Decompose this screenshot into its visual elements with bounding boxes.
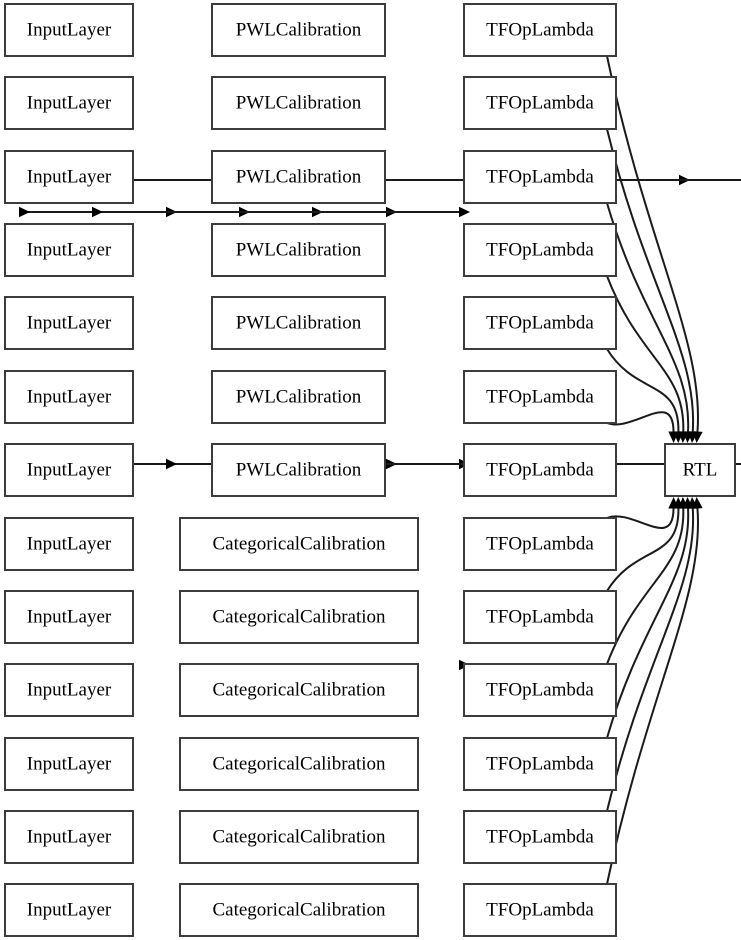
node-calibration-label: PWLCalibration xyxy=(236,239,362,260)
edge-lambda-to-rtl xyxy=(606,497,679,529)
node-input-layer-label: InputLayer xyxy=(27,533,112,554)
node-input-layer-label: InputLayer xyxy=(27,679,112,700)
node-tfoplambda-label: TFOpLambda xyxy=(486,239,594,260)
node-tfoplambda[interactable]: TFOpLambda xyxy=(463,76,617,130)
node-input-layer-label: InputLayer xyxy=(27,606,112,627)
node-input-layer-label: InputLayer xyxy=(27,753,112,774)
node-tfoplambda-label: TFOpLambda xyxy=(486,166,594,187)
node-input-layer[interactable]: InputLayer xyxy=(4,443,134,497)
node-input-layer[interactable]: InputLayer xyxy=(4,590,134,644)
470 xyxy=(133,206,470,218)
node-input-layer[interactable]: InputLayer xyxy=(4,810,134,864)
node-tfoplambda[interactable]: TFOpLambda xyxy=(463,296,617,350)
node-calibration[interactable]: PWLCalibration xyxy=(211,370,386,424)
node-calibration-label: CategoricalCalibration xyxy=(212,606,386,627)
node-tfoplambda[interactable]: TFOpLambda xyxy=(463,3,617,57)
node-calibration-label: CategoricalCalibration xyxy=(212,899,386,920)
node-calibration-label: PWLCalibration xyxy=(236,166,362,187)
node-tfoplambda-label: TFOpLambda xyxy=(486,312,594,333)
node-calibration[interactable]: PWLCalibration xyxy=(211,296,386,350)
node-calibration[interactable]: PWLCalibration xyxy=(211,3,386,57)
node-calibration-label: PWLCalibration xyxy=(236,19,362,40)
node-tfoplambda-label: TFOpLambda xyxy=(486,533,594,554)
node-tfoplambda[interactable]: TFOpLambda xyxy=(463,370,617,424)
node-tfoplambda[interactable]: TFOpLambda xyxy=(463,150,617,204)
node-calibration[interactable]: CategoricalCalibration xyxy=(179,663,419,717)
node-input-layer[interactable]: InputLayer xyxy=(4,883,134,937)
node-calibration[interactable]: CategoricalCalibration xyxy=(179,883,419,937)
node-calibration[interactable]: CategoricalCalibration xyxy=(179,517,419,571)
node-tfoplambda[interactable]: TFOpLambda xyxy=(463,517,617,571)
edge-lambda-to-rtl xyxy=(606,411,679,443)
node-tfoplambda-label: TFOpLambda xyxy=(486,826,594,847)
node-calibration-label: CategoricalCalibration xyxy=(212,679,386,700)
node-calibration-label: PWLCalibration xyxy=(236,386,362,407)
node-tfoplambda-label: TFOpLambda xyxy=(486,386,594,407)
node-tfoplambda[interactable]: TFOpLambda xyxy=(463,810,617,864)
node-calibration-label: CategoricalCalibration xyxy=(212,533,386,554)
node-calibration[interactable]: PWLCalibration xyxy=(211,223,386,277)
node-tfoplambda-label: TFOpLambda xyxy=(486,753,594,774)
node-input-layer-label: InputLayer xyxy=(27,312,112,333)
node-tfoplambda[interactable]: TFOpLambda xyxy=(463,737,617,791)
node-input-layer[interactable]: InputLayer xyxy=(4,3,134,57)
edge-lambda-to-rtl xyxy=(606,348,684,443)
node-rtl[interactable]: RTL xyxy=(664,443,736,497)
node-calibration-label: PWLCalibration xyxy=(236,459,362,480)
node-input-layer[interactable]: InputLayer xyxy=(4,663,134,717)
edge-lambda-to-rtl xyxy=(606,497,703,885)
node-tfoplambda[interactable]: TFOpLambda xyxy=(463,223,617,277)
node-tfoplambda[interactable]: TFOpLambda xyxy=(463,590,617,644)
node-input-layer[interactable]: InputLayer xyxy=(4,517,134,571)
node-input-layer-label: InputLayer xyxy=(27,826,112,847)
node-calibration-label: PWLCalibration xyxy=(236,92,362,113)
node-input-layer-label: InputLayer xyxy=(27,386,112,407)
node-input-layer[interactable]: InputLayer xyxy=(4,223,134,277)
node-input-layer-label: InputLayer xyxy=(27,899,112,920)
node-input-layer[interactable]: InputLayer xyxy=(4,737,134,791)
node-calibration[interactable]: PWLCalibration xyxy=(211,150,386,204)
node-input-layer-label: InputLayer xyxy=(27,459,112,480)
node-input-layer-label: InputLayer xyxy=(27,19,112,40)
node-input-layer[interactable]: InputLayer xyxy=(4,370,134,424)
node-rtl-label: RTL xyxy=(683,459,718,480)
node-tfoplambda-label: TFOpLambda xyxy=(486,459,594,480)
node-input-layer-label: InputLayer xyxy=(27,92,112,113)
node-calibration-label: PWLCalibration xyxy=(236,312,362,333)
node-input-layer[interactable]: InputLayer xyxy=(4,296,134,350)
node-tfoplambda[interactable]: TFOpLambda xyxy=(463,663,617,717)
edge-lambda-to-rtl xyxy=(606,497,684,592)
node-tfoplambda[interactable]: TFOpLambda xyxy=(463,883,617,937)
node-tfoplambda-label: TFOpLambda xyxy=(486,899,594,920)
node-calibration[interactable]: CategoricalCalibration xyxy=(179,590,419,644)
node-tfoplambda-label: TFOpLambda xyxy=(486,92,594,113)
node-calibration[interactable]: CategoricalCalibration xyxy=(179,810,419,864)
node-input-layer-label: InputLayer xyxy=(27,239,112,260)
103 xyxy=(92,206,133,218)
node-calibration-label: CategoricalCalibration xyxy=(212,826,386,847)
node-input-layer-label: InputLayer xyxy=(27,166,112,187)
node-input-layer[interactable]: InputLayer xyxy=(4,76,134,130)
node-input-layer[interactable]: InputLayer xyxy=(4,150,134,204)
node-tfoplambda-label: TFOpLambda xyxy=(486,606,594,627)
edge-lambda-to-rtl xyxy=(606,55,703,443)
node-tfoplambda-label: TFOpLambda xyxy=(486,19,594,40)
node-calibration[interactable]: PWLCalibration xyxy=(211,443,386,497)
node-tfoplambda-label: TFOpLambda xyxy=(486,679,594,700)
node-tfoplambda[interactable]: TFOpLambda xyxy=(463,443,617,497)
node-calibration[interactable]: CategoricalCalibration xyxy=(179,737,419,791)
node-calibration[interactable]: PWLCalibration xyxy=(211,76,386,130)
node-calibration-label: CategoricalCalibration xyxy=(212,753,386,774)
